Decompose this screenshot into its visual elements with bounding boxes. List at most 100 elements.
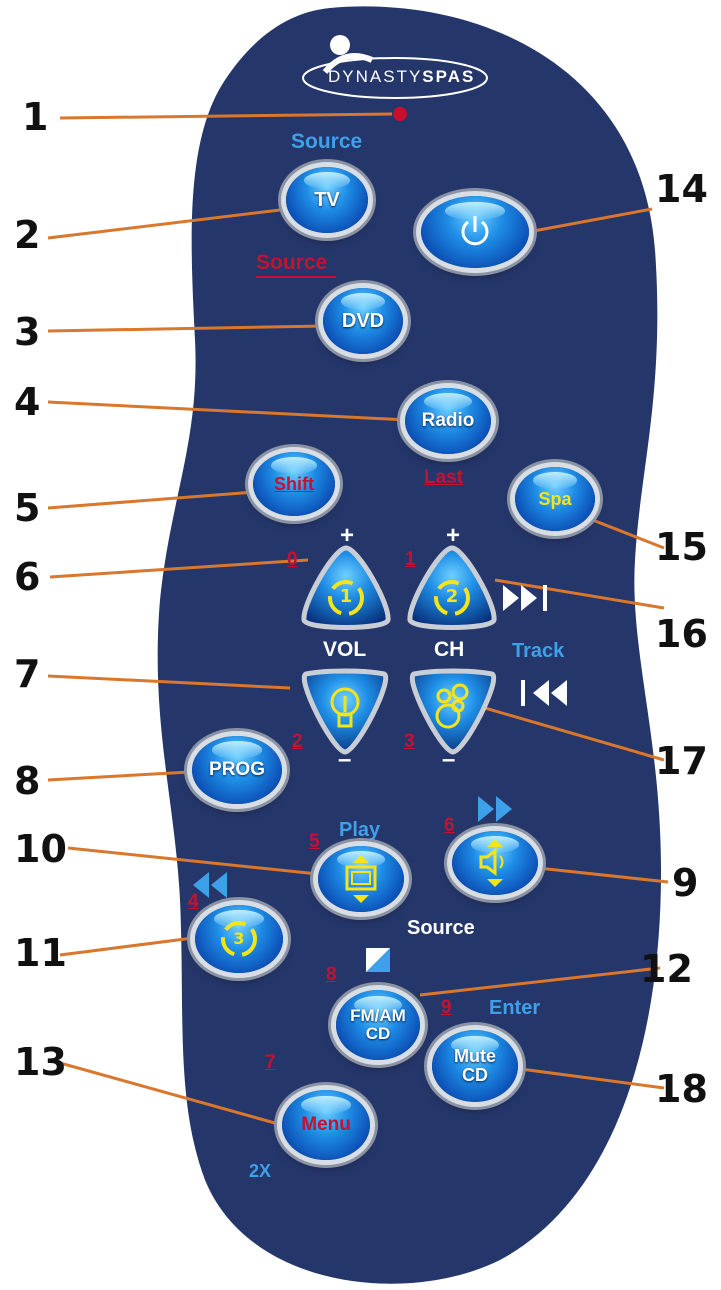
- light-button[interactable]: [296, 668, 394, 756]
- audio-button[interactable]: [452, 831, 538, 895]
- display-button[interactable]: [318, 846, 404, 912]
- callout-17: 17: [655, 739, 708, 783]
- callout-4: 4: [14, 380, 41, 424]
- leader-7: [47, 674, 291, 690]
- vol-plus-label: +: [340, 522, 355, 549]
- callout-3: 3: [14, 310, 41, 354]
- callout-14: 14: [655, 167, 708, 211]
- leader-12: [419, 966, 661, 997]
- play-label: Play: [339, 819, 381, 841]
- fm-cd-label: CD: [365, 1024, 391, 1043]
- brand-figure-head: [330, 35, 350, 55]
- mute-cd-label: CD: [462, 1065, 488, 1085]
- spa-button-label: Spa: [538, 488, 572, 509]
- brand-name-light: DYNASTY: [328, 67, 423, 86]
- vol-minus-label: –: [338, 746, 352, 773]
- source-audio-label: Source: [407, 917, 475, 939]
- ch-label: CH: [434, 638, 465, 661]
- remote-panel: [157, 6, 662, 1284]
- leader-13: [59, 1061, 283, 1127]
- leader-5: [47, 490, 256, 510]
- callout-9: 9: [672, 861, 699, 905]
- prev-track-icon: [521, 680, 567, 706]
- source-tv-label: Source: [291, 130, 363, 153]
- shift-button[interactable]: Shift: [253, 452, 335, 516]
- power-button[interactable]: [421, 196, 529, 268]
- leader-17: [477, 704, 665, 762]
- leader-3: [47, 324, 326, 333]
- mute-label: Mute: [454, 1046, 496, 1067]
- source-dvd-label: Source: [256, 251, 328, 274]
- leader-10: [67, 846, 319, 876]
- jet-1-button[interactable]: 1: [298, 544, 394, 632]
- radio-button-label: Radio: [421, 410, 475, 432]
- rewind-icon: [193, 872, 227, 898]
- bubbles-button[interactable]: [404, 668, 502, 756]
- indicator-led: [393, 107, 407, 121]
- leader-18: [497, 1064, 665, 1090]
- brand-logo: DYNASTYSPAS: [328, 68, 475, 85]
- ch-plus-label: +: [446, 522, 461, 549]
- spa-button[interactable]: Spa: [515, 467, 595, 531]
- ch-minus-label: –: [442, 746, 456, 773]
- two-x-label: 2X: [249, 1161, 272, 1181]
- leader-16: [494, 578, 665, 610]
- last-label: Last: [424, 467, 464, 488]
- dvd-button[interactable]: DVD: [323, 288, 403, 354]
- jet-2-button[interactable]: 2: [404, 544, 500, 632]
- jet-3-icon: 3: [221, 921, 257, 957]
- tv-button-label: TV: [314, 188, 340, 211]
- callout-11: 11: [14, 931, 67, 975]
- num-0: 0: [287, 549, 298, 570]
- svg-text:3: 3: [233, 929, 244, 948]
- leader-14: [527, 207, 653, 234]
- callout-6: 6: [14, 555, 41, 599]
- callout-7: 7: [14, 652, 41, 696]
- menu-button[interactable]: Menu: [282, 1090, 370, 1160]
- brand-name-bold: SPAS: [422, 67, 476, 86]
- radio-button[interactable]: Radio: [405, 388, 491, 454]
- num-3: 3: [404, 731, 415, 752]
- speaker-icon: [479, 839, 504, 887]
- vol-label: VOL: [323, 638, 367, 661]
- leader-9: [537, 866, 669, 884]
- callout-12: 12: [640, 947, 693, 991]
- num-2: 2: [292, 731, 303, 752]
- leader-6: [49, 558, 309, 579]
- num-9: 9: [441, 997, 452, 1018]
- jet-3-button[interactable]: 3: [195, 905, 283, 973]
- num-6: 6: [444, 815, 455, 836]
- track-label: Track: [512, 640, 565, 662]
- leader-2: [47, 208, 281, 240]
- callout-10: 10: [14, 827, 67, 871]
- svg-text:2: 2: [446, 586, 459, 607]
- num-5: 5: [309, 831, 320, 852]
- leader-lines: [47, 112, 669, 1127]
- callout-13: 13: [14, 1040, 67, 1084]
- prog-button[interactable]: PROG: [192, 736, 282, 804]
- enter-label: Enter: [489, 997, 541, 1019]
- brand-figure-body: [322, 53, 374, 75]
- source-dvd-underline: [256, 276, 336, 278]
- callout-16: 16: [655, 612, 708, 656]
- callout-15: 15: [655, 525, 708, 569]
- leader-11: [59, 936, 194, 957]
- leader-4: [47, 400, 409, 422]
- leader-1: [59, 112, 393, 120]
- display-icon: [345, 855, 377, 903]
- tv-button[interactable]: TV: [286, 167, 368, 233]
- fast-forward-icon: [478, 796, 512, 822]
- menu-button-label: Menu: [301, 1114, 351, 1136]
- num-7: 7: [265, 1052, 276, 1073]
- next-track-icon: [503, 585, 547, 611]
- callout-5: 5: [14, 486, 41, 530]
- brand-swoosh: [302, 57, 488, 99]
- leader-8: [47, 770, 191, 782]
- dvd-button-label: DVD: [341, 309, 385, 332]
- num-8: 8: [326, 964, 337, 985]
- callout-8: 8: [14, 759, 41, 803]
